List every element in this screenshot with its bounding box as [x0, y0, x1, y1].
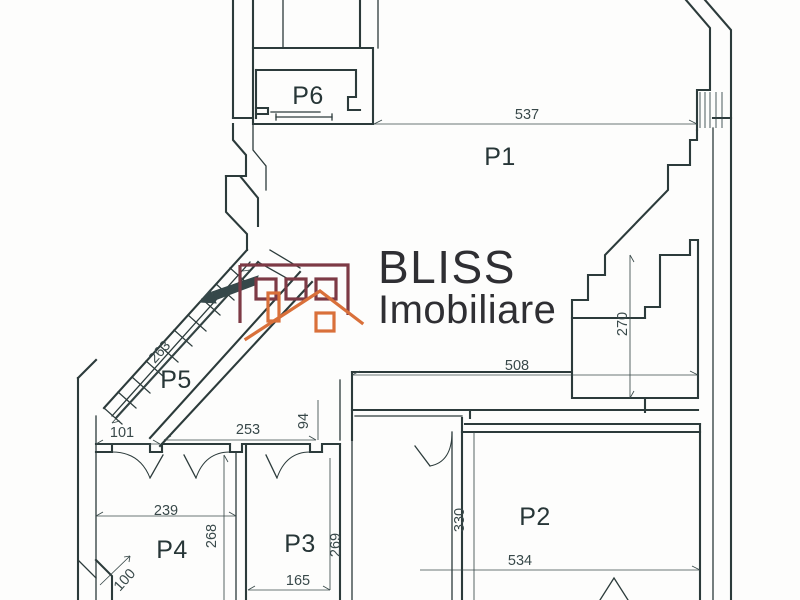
room-label-p1: P1: [484, 143, 516, 171]
dimension-label-330: 330: [452, 508, 468, 532]
room-label-p3: P3: [284, 530, 316, 558]
dimension-label-263: 263: [146, 338, 174, 367]
room-label-p2: P2: [519, 503, 551, 531]
dimension-label-534: 534: [508, 553, 532, 569]
dimension-label-537: 537: [515, 107, 539, 123]
dimension-label-101: 101: [110, 425, 134, 441]
dimension-label-269: 269: [328, 533, 344, 557]
room-label-p5: P5: [160, 366, 192, 394]
plan-walls-top: [231, 0, 379, 126]
plan-walls-p5: [76, 122, 314, 600]
dimension-label-270: 270: [615, 312, 631, 336]
dimension-label-165: 165: [286, 573, 310, 589]
plan-walls-p2: [414, 430, 629, 600]
plan-walls-bottom: [77, 439, 353, 600]
room-label-p4: P4: [156, 536, 188, 564]
dimension-label-268: 268: [204, 524, 220, 548]
dimension-label-253: 253: [236, 422, 260, 438]
dimension-label-94: 94: [296, 413, 312, 429]
dimension-label-508: 508: [505, 358, 529, 374]
plan-walls-p1: [570, 0, 733, 600]
dimension-lines: [95, 119, 701, 600]
room-label-p6: P6: [292, 82, 324, 110]
dimension-label-239: 239: [154, 503, 178, 519]
